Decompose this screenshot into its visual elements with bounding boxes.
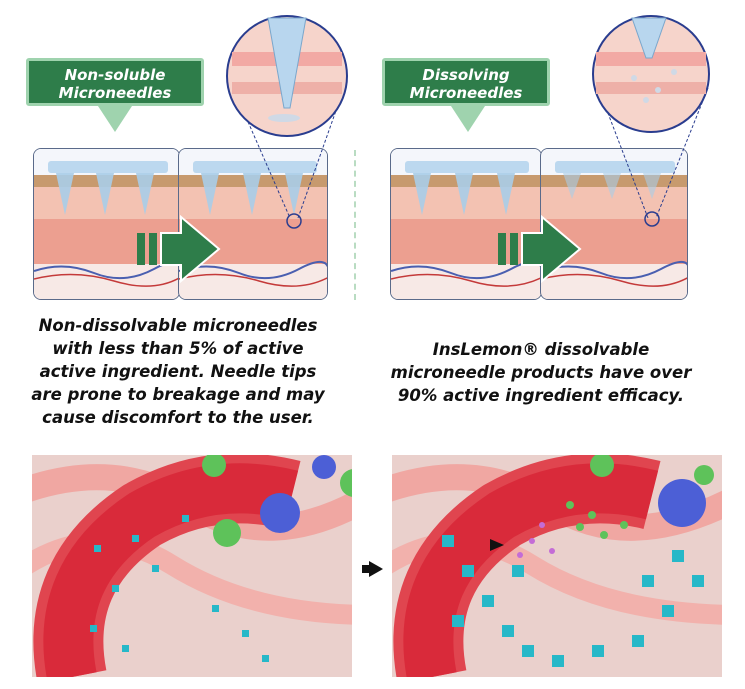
section-divider: [354, 150, 356, 300]
dissolving-label-line1: Dissolving: [422, 66, 510, 84]
non-soluble-label: Non-soluble Microneedles: [26, 58, 204, 106]
needle-icon: [136, 173, 154, 215]
right-arrow-icon: [369, 561, 383, 577]
non-soluble-label-line2: Microneedles: [58, 84, 172, 102]
bottom-arrow-stem: [362, 565, 370, 573]
non-soluble-caption: Non-dissolvable microneedles with less t…: [18, 314, 338, 429]
caption-line: 90% active ingredient efficacy.: [397, 386, 685, 405]
blood-vessel-illustration-after: [392, 455, 722, 677]
zoom-target-circle: [286, 213, 302, 229]
blood-vessel-illustration-before: [32, 455, 352, 677]
skin-cross-section-illustration: [541, 149, 687, 299]
dissolving-label: Dissolving Microneedles: [382, 58, 550, 106]
caption-line: microneedle products have over: [390, 363, 692, 382]
needle-icon: [56, 173, 74, 215]
zoom-magnifier-illustration: [592, 15, 710, 219]
right-arrow-icon: [498, 215, 582, 283]
zoom-magnifier-illustration: [226, 15, 348, 219]
non-soluble-label-pointer: [98, 106, 132, 132]
dissolving-label-pointer: [451, 106, 485, 132]
dissolving-caption: InsLemon® dissolvable microneedle produc…: [376, 338, 706, 407]
zoom-target-circle: [644, 211, 660, 227]
caption-line: cause discomfort to the user.: [42, 408, 314, 427]
caption-line: active ingredient. Needle tips: [39, 362, 317, 381]
caption-line: with less than 5% of active: [52, 339, 304, 358]
caption-line: InsLemon® dissolvable: [432, 340, 650, 359]
skin-cross-section-illustration: [34, 149, 179, 299]
caption-line: Non-dissolvable microneedles: [38, 316, 318, 335]
needle-icon: [96, 173, 114, 215]
non-soluble-label-line1: Non-soluble: [64, 66, 166, 84]
dissolving-label-line2: Microneedles: [409, 84, 523, 102]
right-arrow-icon: [137, 215, 221, 283]
non-soluble-panel-after: [178, 148, 328, 300]
dissolving-panel-after: [540, 148, 688, 300]
skin-cross-section-illustration: [179, 149, 327, 299]
caption-line: are prone to breakage and may: [31, 385, 325, 404]
non-soluble-panel-before: [33, 148, 180, 300]
